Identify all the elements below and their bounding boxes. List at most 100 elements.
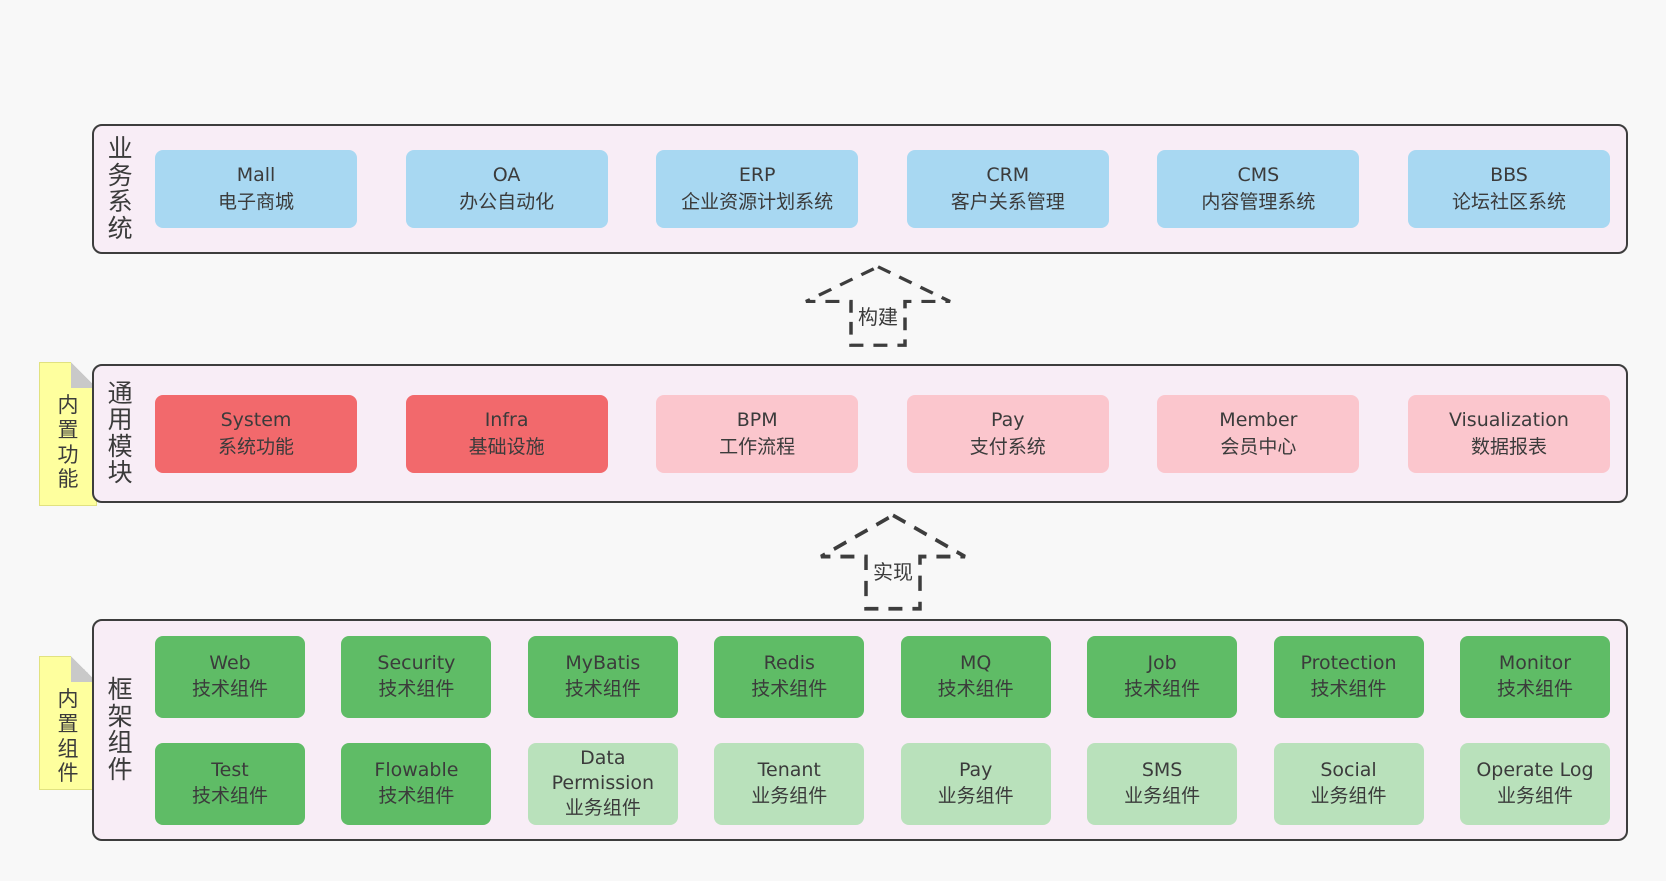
module-box-system: System 系统功能 (155, 394, 357, 473)
box-title: CMS (1237, 164, 1280, 187)
module-box-pay: Pay 支付系统 (906, 394, 1109, 473)
box-title: Tenant (757, 759, 821, 782)
box-title: Data Permission (551, 746, 655, 794)
module-box-cms: CMS 内容管理系统 (1157, 150, 1360, 228)
component-box-tenant: Tenant 业务组件 (714, 742, 865, 825)
box-title: ERP (738, 164, 776, 187)
box-subtitle: 企业资源计划系统 (681, 191, 834, 213)
box-subtitle: 业务组件 (1124, 784, 1201, 807)
box-subtitle: 客户关系管理 (950, 191, 1065, 213)
sticky-label: 内置功能 (57, 393, 79, 492)
box-title: BBS (1490, 164, 1528, 187)
module-box-oa: OA 办公自动化 (405, 150, 608, 228)
component-box-data-permission: Data Permission 业务组件 (527, 742, 678, 825)
component-box-monitor: Monitor 技术组件 (1459, 635, 1610, 718)
box-subtitle: 技术组件 (937, 677, 1014, 700)
box-title: Redis (763, 652, 815, 675)
component-row-2: Test 技术组件 Flowable 技术组件 Data Permission … (155, 742, 1610, 825)
sticky-note-built-in-features: 内置功能 (39, 362, 97, 506)
box-subtitle: 论坛社区系统 (1451, 191, 1566, 213)
component-box-mq: MQ 技术组件 (900, 635, 1051, 718)
box-subtitle: 技术组件 (1310, 677, 1387, 700)
component-box-protection: Protection 技术组件 (1273, 635, 1424, 718)
module-box-erp: ERP 企业资源计划系统 (656, 150, 859, 228)
box-title: Web (209, 652, 251, 675)
panel-box-rows: Web 技术组件 Security 技术组件 MyBatis 技术组件 Redi… (155, 621, 1610, 839)
dashed-up-arrow-build: 构建 (803, 264, 953, 348)
box-subtitle: 支付系统 (969, 435, 1046, 458)
box-subtitle: 技术组件 (191, 784, 268, 807)
arrow-label: 构建 (857, 300, 899, 330)
box-subtitle: 会员中心 (1220, 435, 1297, 458)
box-title: OA (492, 164, 521, 187)
box-subtitle: 技术组件 (191, 677, 268, 700)
box-title: Social (1320, 759, 1377, 782)
module-box-infra: Infra 基础设施 (405, 394, 608, 473)
panel-label-business-systems: 业务系统 (107, 134, 133, 243)
module-box-visualization: Visualization 数据报表 (1407, 394, 1610, 473)
component-box-test: Test 技术组件 (155, 742, 305, 825)
box-title: Member (1219, 408, 1298, 431)
box-subtitle: 技术组件 (1496, 677, 1573, 700)
panel-business-systems: 业务系统 Mall 电子商城 OA 办公自动化 ERP 企业资源计划系统 CRM… (92, 124, 1628, 254)
component-box-sms: SMS 业务组件 (1087, 742, 1238, 825)
box-subtitle: 办公自动化 (459, 191, 555, 213)
box-subtitle: 业务组件 (564, 797, 641, 820)
box-title: Test (211, 759, 249, 782)
sticky-note-built-in-components: 内置组件 (39, 656, 97, 790)
panel-common-modules: 通用模块 System 系统功能 Infra 基础设施 BPM 工作流程 Pay… (92, 364, 1628, 503)
box-subtitle: 技术组件 (378, 677, 455, 700)
box-title: MQ (960, 652, 992, 675)
up-arrow-icon (820, 513, 966, 611)
sticky-label: 内置组件 (57, 687, 79, 786)
box-subtitle: 技术组件 (564, 677, 641, 700)
box-subtitle: 内容管理系统 (1201, 191, 1316, 213)
box-subtitle: 系统功能 (217, 435, 294, 458)
box-subtitle: 工作流程 (719, 435, 796, 458)
component-box-mybatis: MyBatis 技术组件 (527, 635, 678, 718)
box-title: Monitor (1498, 652, 1572, 675)
arrow-label: 实现 (872, 556, 914, 585)
module-box-crm: CRM 客户关系管理 (906, 150, 1109, 228)
box-subtitle: 技术组件 (1124, 677, 1201, 700)
box-subtitle: 业务组件 (937, 784, 1014, 807)
component-row-1: Web 技术组件 Security 技术组件 MyBatis 技术组件 Redi… (155, 635, 1610, 718)
box-title: Operate Log (1476, 759, 1594, 782)
box-title: MyBatis (565, 652, 641, 675)
component-box-flowable: Flowable 技术组件 (341, 742, 492, 825)
box-title: Pay (991, 408, 1025, 431)
dashed-up-arrow-implement: 实现 (818, 512, 968, 612)
box-title: CRM (986, 164, 1030, 187)
box-title: Flowable (374, 759, 459, 782)
box-subtitle: 基础设施 (468, 435, 545, 458)
panel-label-common-modules: 通用模块 (107, 378, 133, 487)
panel-label-framework-components: 框架组件 (107, 675, 133, 784)
module-box-bbs: BBS 论坛社区系统 (1407, 150, 1610, 228)
component-box-pay: Pay 业务组件 (900, 742, 1051, 825)
module-box-bpm: BPM 工作流程 (656, 394, 859, 473)
component-box-job: Job 技术组件 (1087, 635, 1238, 718)
box-title: Mall (236, 164, 276, 187)
box-title: Job (1147, 652, 1177, 675)
module-box-member: Member 会员中心 (1157, 394, 1360, 473)
box-title: Infra (484, 408, 529, 431)
box-title: BPM (736, 408, 778, 431)
box-title: System (220, 408, 292, 431)
panel-box-row: System 系统功能 Infra 基础设施 BPM 工作流程 Pay 支付系统… (155, 394, 1610, 473)
box-subtitle: 电子商城 (217, 191, 294, 213)
box-title: Protection (1300, 652, 1397, 675)
box-subtitle: 业务组件 (1496, 784, 1573, 807)
component-box-social: Social 业务组件 (1273, 742, 1424, 825)
component-box-web: Web 技术组件 (155, 635, 305, 718)
box-subtitle: 业务组件 (751, 784, 828, 807)
up-arrow-icon (805, 264, 951, 347)
box-subtitle: 技术组件 (378, 784, 455, 807)
box-title: SMS (1141, 759, 1183, 782)
module-box-mall: Mall 电子商城 (155, 150, 357, 228)
box-subtitle: 业务组件 (1310, 784, 1387, 807)
box-title: Security (377, 652, 456, 675)
component-box-security: Security 技术组件 (341, 635, 492, 718)
panel-box-row: Mall 电子商城 OA 办公自动化 ERP 企业资源计划系统 CRM 客户关系… (155, 150, 1610, 228)
box-subtitle: 数据报表 (1470, 435, 1547, 458)
